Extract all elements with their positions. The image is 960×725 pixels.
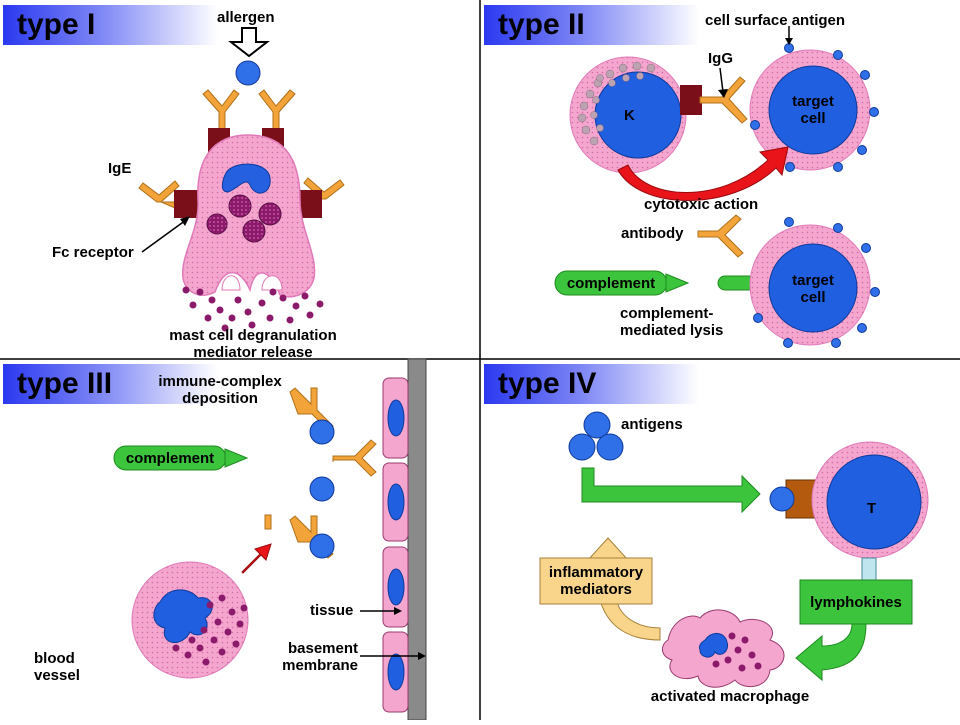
k-cell-label: K bbox=[624, 107, 635, 124]
panel-title-type3: type III bbox=[17, 367, 113, 400]
igg-label: IgG bbox=[708, 50, 733, 67]
target-cell-nucleus bbox=[768, 243, 858, 333]
inflammatory-mediators-line2: mediators bbox=[560, 581, 632, 598]
blood-vessel-line2: vessel bbox=[34, 667, 80, 684]
inflammatory-mediators-box bbox=[539, 557, 653, 605]
basement-membrane-line2: membrane bbox=[282, 657, 358, 674]
cell-surface-antigens bbox=[750, 43, 879, 172]
immune-complex-antigens bbox=[309, 419, 335, 559]
blood-vessel-label: blood vessel bbox=[34, 650, 80, 684]
antibody bbox=[697, 214, 744, 258]
complement-lysis-line2: mediated lysis bbox=[620, 322, 724, 339]
cytotoxic-action-label: cytotoxic action bbox=[644, 196, 759, 213]
immune-complex-label: immune-complex deposition bbox=[150, 373, 290, 407]
panel-title-type1: type I bbox=[17, 8, 96, 41]
type4-graphics bbox=[539, 411, 929, 688]
target-cell-label-line1: target bbox=[792, 272, 834, 289]
mast-cell-nucleus bbox=[221, 163, 271, 194]
cell-surface-antigen-label: cell surface antigen bbox=[705, 12, 846, 29]
allergen-label: allergen bbox=[217, 9, 275, 26]
banner-type3 bbox=[3, 364, 218, 404]
complement-label-type2: complement bbox=[566, 275, 656, 292]
degranulation-caption: mast cell degranulation mediator release bbox=[158, 327, 348, 361]
cytotoxic-arrow bbox=[617, 146, 789, 201]
ige-label: IgE bbox=[108, 160, 132, 177]
activated-macrophage-label: activated macrophage bbox=[650, 688, 810, 705]
target-cell-label-bottom: target cell bbox=[773, 272, 853, 306]
banner-type2 bbox=[484, 5, 699, 45]
inflammatory-mediators-line1: inflammatory bbox=[548, 564, 644, 581]
target-cell-label-line1: target bbox=[792, 93, 834, 110]
green-arrow bbox=[581, 467, 761, 514]
presented-antigen bbox=[769, 486, 795, 512]
type2-graphics bbox=[554, 26, 880, 348]
target-cell-label-line2: cell bbox=[800, 110, 826, 127]
basement-membrane-label: basement membrane bbox=[270, 640, 358, 674]
panel-title-type2: type II bbox=[498, 8, 585, 41]
fc-receptor bbox=[174, 190, 200, 218]
degranulation-caption-line2: mediator release bbox=[193, 344, 313, 361]
immune-complex-line1: immune-complex bbox=[158, 373, 282, 390]
tissue-label: tissue bbox=[310, 602, 354, 619]
antigen-cluster bbox=[568, 411, 624, 461]
type1-graphics bbox=[138, 27, 345, 332]
target-cell-nucleus bbox=[768, 65, 858, 155]
antigens-label: antigens bbox=[621, 416, 683, 433]
inflammatory-mediators-label: inflammatory mediators bbox=[540, 564, 652, 598]
complement-lysis-label: complement- mediated lysis bbox=[620, 305, 723, 339]
degranulation-caption-line1: mast cell degranulation bbox=[169, 327, 337, 344]
target-cell-label-line2: cell bbox=[800, 289, 826, 306]
type3-graphics bbox=[113, 358, 427, 721]
k-cell-nucleus bbox=[594, 71, 682, 159]
fc-receptor-label: Fc receptor bbox=[52, 244, 134, 261]
immune-complex-line2: deposition bbox=[182, 390, 258, 407]
basement-membrane bbox=[407, 358, 427, 721]
igg-antibody bbox=[699, 76, 748, 124]
allergen bbox=[235, 60, 261, 86]
blood-vessel-line1: blood bbox=[34, 650, 75, 667]
antibody-label: antibody bbox=[621, 225, 684, 242]
mast-cell bbox=[181, 134, 316, 298]
macrophage-nucleus bbox=[699, 633, 729, 658]
complement-label-type3: complement bbox=[125, 450, 215, 467]
complement-lysis-line1: complement- bbox=[620, 305, 714, 322]
lymphokines-box bbox=[799, 579, 913, 625]
released-granules bbox=[182, 286, 324, 332]
lymphokines-label: lymphokines bbox=[810, 594, 902, 611]
banner-type4 bbox=[484, 364, 699, 404]
red-arrow bbox=[241, 543, 272, 574]
t-cell-label: T bbox=[867, 500, 877, 517]
allergen-arrow bbox=[228, 27, 270, 58]
panel-title-type4: type IV bbox=[498, 367, 597, 400]
target-cell-label-top: target cell bbox=[773, 93, 853, 127]
t-cell-nucleus bbox=[826, 454, 922, 550]
basement-membrane-line1: basement bbox=[287, 640, 358, 657]
banner-type1 bbox=[3, 5, 218, 45]
